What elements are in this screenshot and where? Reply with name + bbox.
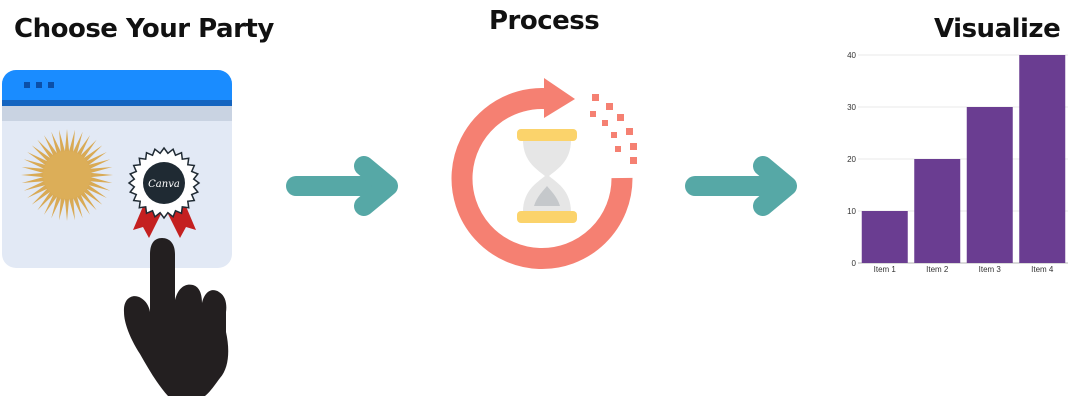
hourglass-icon xyxy=(517,129,577,223)
x-tick-label: Item 2 xyxy=(926,265,949,274)
pointing-hand-icon xyxy=(123,238,229,396)
y-tick-label: 10 xyxy=(847,207,856,216)
x-tick-label: Item 1 xyxy=(874,265,897,274)
arrow-right-icon xyxy=(685,156,797,216)
y-tick-label: 20 xyxy=(847,155,856,164)
step-title-visualize: Visualize xyxy=(934,14,1061,44)
award-ribbon-icon: Canva xyxy=(127,146,201,238)
sun-icon xyxy=(21,129,113,221)
refresh-cycle-icon xyxy=(451,78,637,269)
y-tick-label: 0 xyxy=(852,259,857,268)
bar xyxy=(861,211,908,263)
bar-chart-icon: 0 10 20 30 40 Item 1 Item 2 Item 3 Item 4 xyxy=(847,51,1068,274)
x-tick-label: Item 4 xyxy=(1031,265,1054,274)
badge-label: Canva xyxy=(148,179,180,190)
browser-window-icon xyxy=(2,70,232,268)
y-tick-label: 40 xyxy=(847,51,856,60)
x-tick-label: Item 3 xyxy=(979,265,1002,274)
bar xyxy=(914,159,961,263)
step-title-choose: Choose Your Party xyxy=(14,14,274,44)
y-tick-label: 30 xyxy=(847,103,856,112)
bar xyxy=(966,107,1013,263)
bar xyxy=(1019,55,1066,263)
arrow-right-icon xyxy=(286,156,398,216)
step-title-process: Process xyxy=(489,6,600,36)
